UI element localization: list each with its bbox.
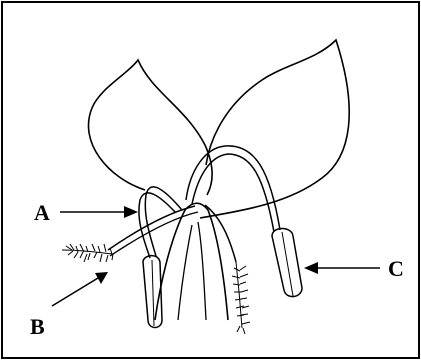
label-b: B: [30, 314, 45, 339]
anther-left-split: [152, 260, 154, 326]
corolla-inner-line-2: [198, 222, 206, 320]
filament-right-inner: [192, 154, 274, 232]
arrow-a: [60, 206, 138, 218]
stigma-left: [62, 244, 113, 262]
label-c: C: [388, 256, 404, 281]
filament-left-2: [145, 187, 182, 256]
petal-left: [88, 60, 212, 195]
arrow-c: [304, 262, 380, 274]
label-a: A: [34, 200, 50, 225]
corolla-inner-line: [178, 225, 192, 320]
stigma-center: [232, 262, 250, 334]
border: [2, 2, 419, 358]
petal-right: [200, 40, 349, 218]
arrow-b: [52, 272, 108, 306]
corolla-tube: [155, 203, 228, 320]
